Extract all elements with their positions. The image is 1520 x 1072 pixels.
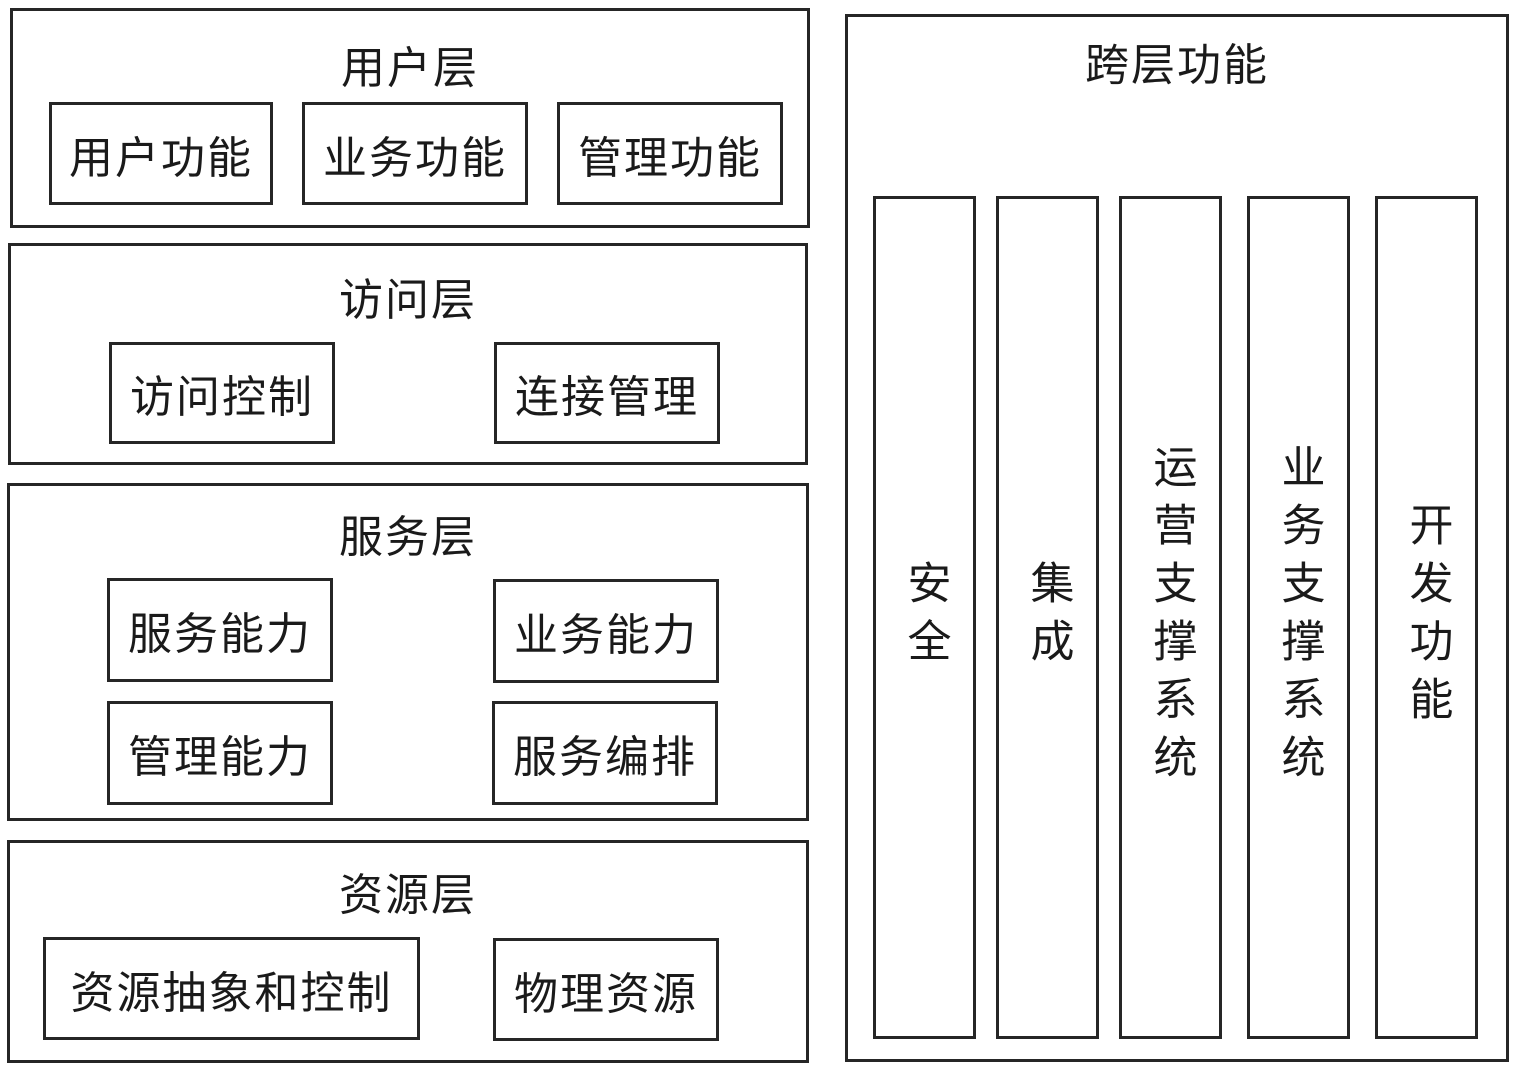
development-function-column: 开发功能 [1375,196,1478,1039]
development-function-label: 开发功能 [1401,501,1453,734]
service-layer-title: 服务层 [339,512,477,563]
integration-column: 集成 [996,196,1099,1039]
management-function-box: 管理功能 [557,102,783,205]
business-support-system-column: 业务支撑系统 [1247,196,1350,1039]
access-layer: 访问层 访问控制 连接管理 [8,243,808,465]
user-layer-title: 用户层 [341,43,479,94]
business-capability-box: 业务能力 [493,579,719,683]
service-orchestration-box: 服务编排 [492,701,718,805]
cross-layer-title: 跨层功能 [1085,40,1269,91]
resource-layer-title: 资源层 [339,870,477,921]
user-function-box: 用户功能 [49,102,273,205]
service-capability-box: 服务能力 [107,578,333,682]
business-support-system-label: 业务支撑系统 [1273,443,1325,792]
security-column: 安全 [873,196,976,1039]
business-function-box: 业务功能 [302,102,528,205]
service-layer: 服务层 服务能力 业务能力 管理能力 服务编排 [7,483,809,821]
cross-layer-functions: 跨层功能 [845,14,1509,1062]
resource-layer: 资源层 资源抽象和控制 物理资源 [7,840,809,1063]
integration-label: 集成 [1022,559,1074,676]
management-capability-box: 管理能力 [107,701,333,805]
operations-support-system-label: 运营支撑系统 [1145,443,1197,792]
resource-abstraction-control-box: 资源抽象和控制 [43,937,420,1040]
user-layer: 用户层 用户功能 业务功能 管理功能 [10,8,810,228]
connection-management-box: 连接管理 [494,342,720,444]
operations-support-system-column: 运营支撑系统 [1119,196,1222,1039]
security-label: 安全 [899,559,951,676]
physical-resources-box: 物理资源 [493,938,719,1041]
access-control-box: 访问控制 [109,342,335,444]
access-layer-title: 访问层 [339,275,477,326]
